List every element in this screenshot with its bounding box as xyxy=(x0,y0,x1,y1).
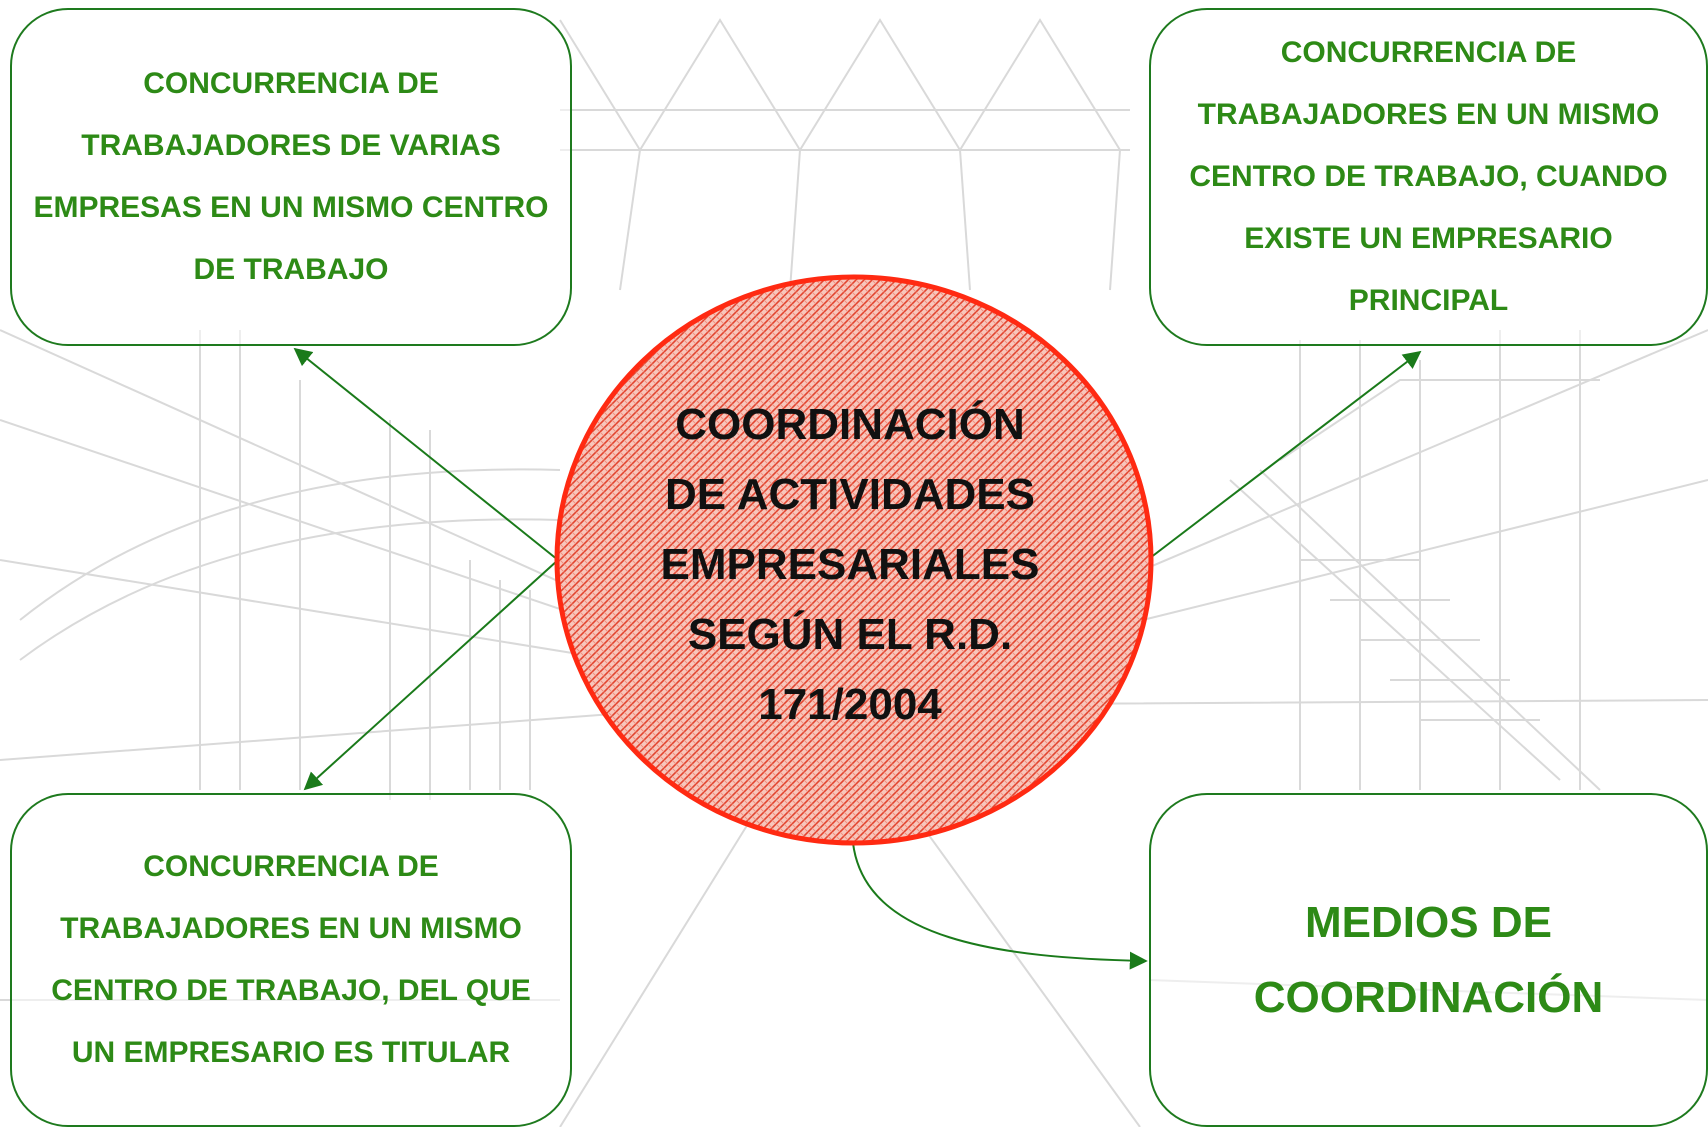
center-title: COORDINACIÓN DE ACTIVIDADES EMPRESARIALE… xyxy=(560,390,1140,740)
center-circle xyxy=(554,274,1154,846)
center-title-line-1: COORDINACIÓN xyxy=(675,400,1025,449)
arrow-to-bottom-right xyxy=(852,842,1148,970)
box-bottom-right: MEDIOS DE COORDINACIÓN xyxy=(1149,793,1708,1127)
box-top-left: CONCURRENCIA DE TRABAJADORES DE VARIAS E… xyxy=(10,8,572,346)
box-bottom-left: CONCURRENCIA DE TRABAJADORES EN UN MISMO… xyxy=(10,793,572,1127)
arrow-to-bottom-left xyxy=(303,559,559,791)
arrow-to-top-left xyxy=(293,347,559,561)
box-top-right-text: CONCURRENCIA DE TRABAJADORES EN UN MISMO… xyxy=(1189,36,1668,317)
center-title-line-5: 171/2004 xyxy=(758,680,942,729)
connectors xyxy=(293,347,1422,970)
box-bottom-left-text: CONCURRENCIA DE TRABAJADORES EN UN MISMO… xyxy=(51,850,531,1069)
sketch-lines xyxy=(0,18,1708,1127)
center-title-line-3: EMPRESARIALES xyxy=(660,540,1040,589)
box-bottom-right-text: MEDIOS DE COORDINACIÓN xyxy=(1253,898,1604,1022)
box-top-right: CONCURRENCIA DE TRABAJADORES EN UN MISMO… xyxy=(1149,8,1708,346)
center-title-line-2: DE ACTIVIDADES xyxy=(665,470,1035,519)
center-title-line-4: SEGÚN EL R.D. xyxy=(687,610,1013,659)
box-top-left-text: CONCURRENCIA DE TRABAJADORES DE VARIAS E… xyxy=(33,67,549,286)
arrow-to-top-right xyxy=(1149,350,1422,559)
